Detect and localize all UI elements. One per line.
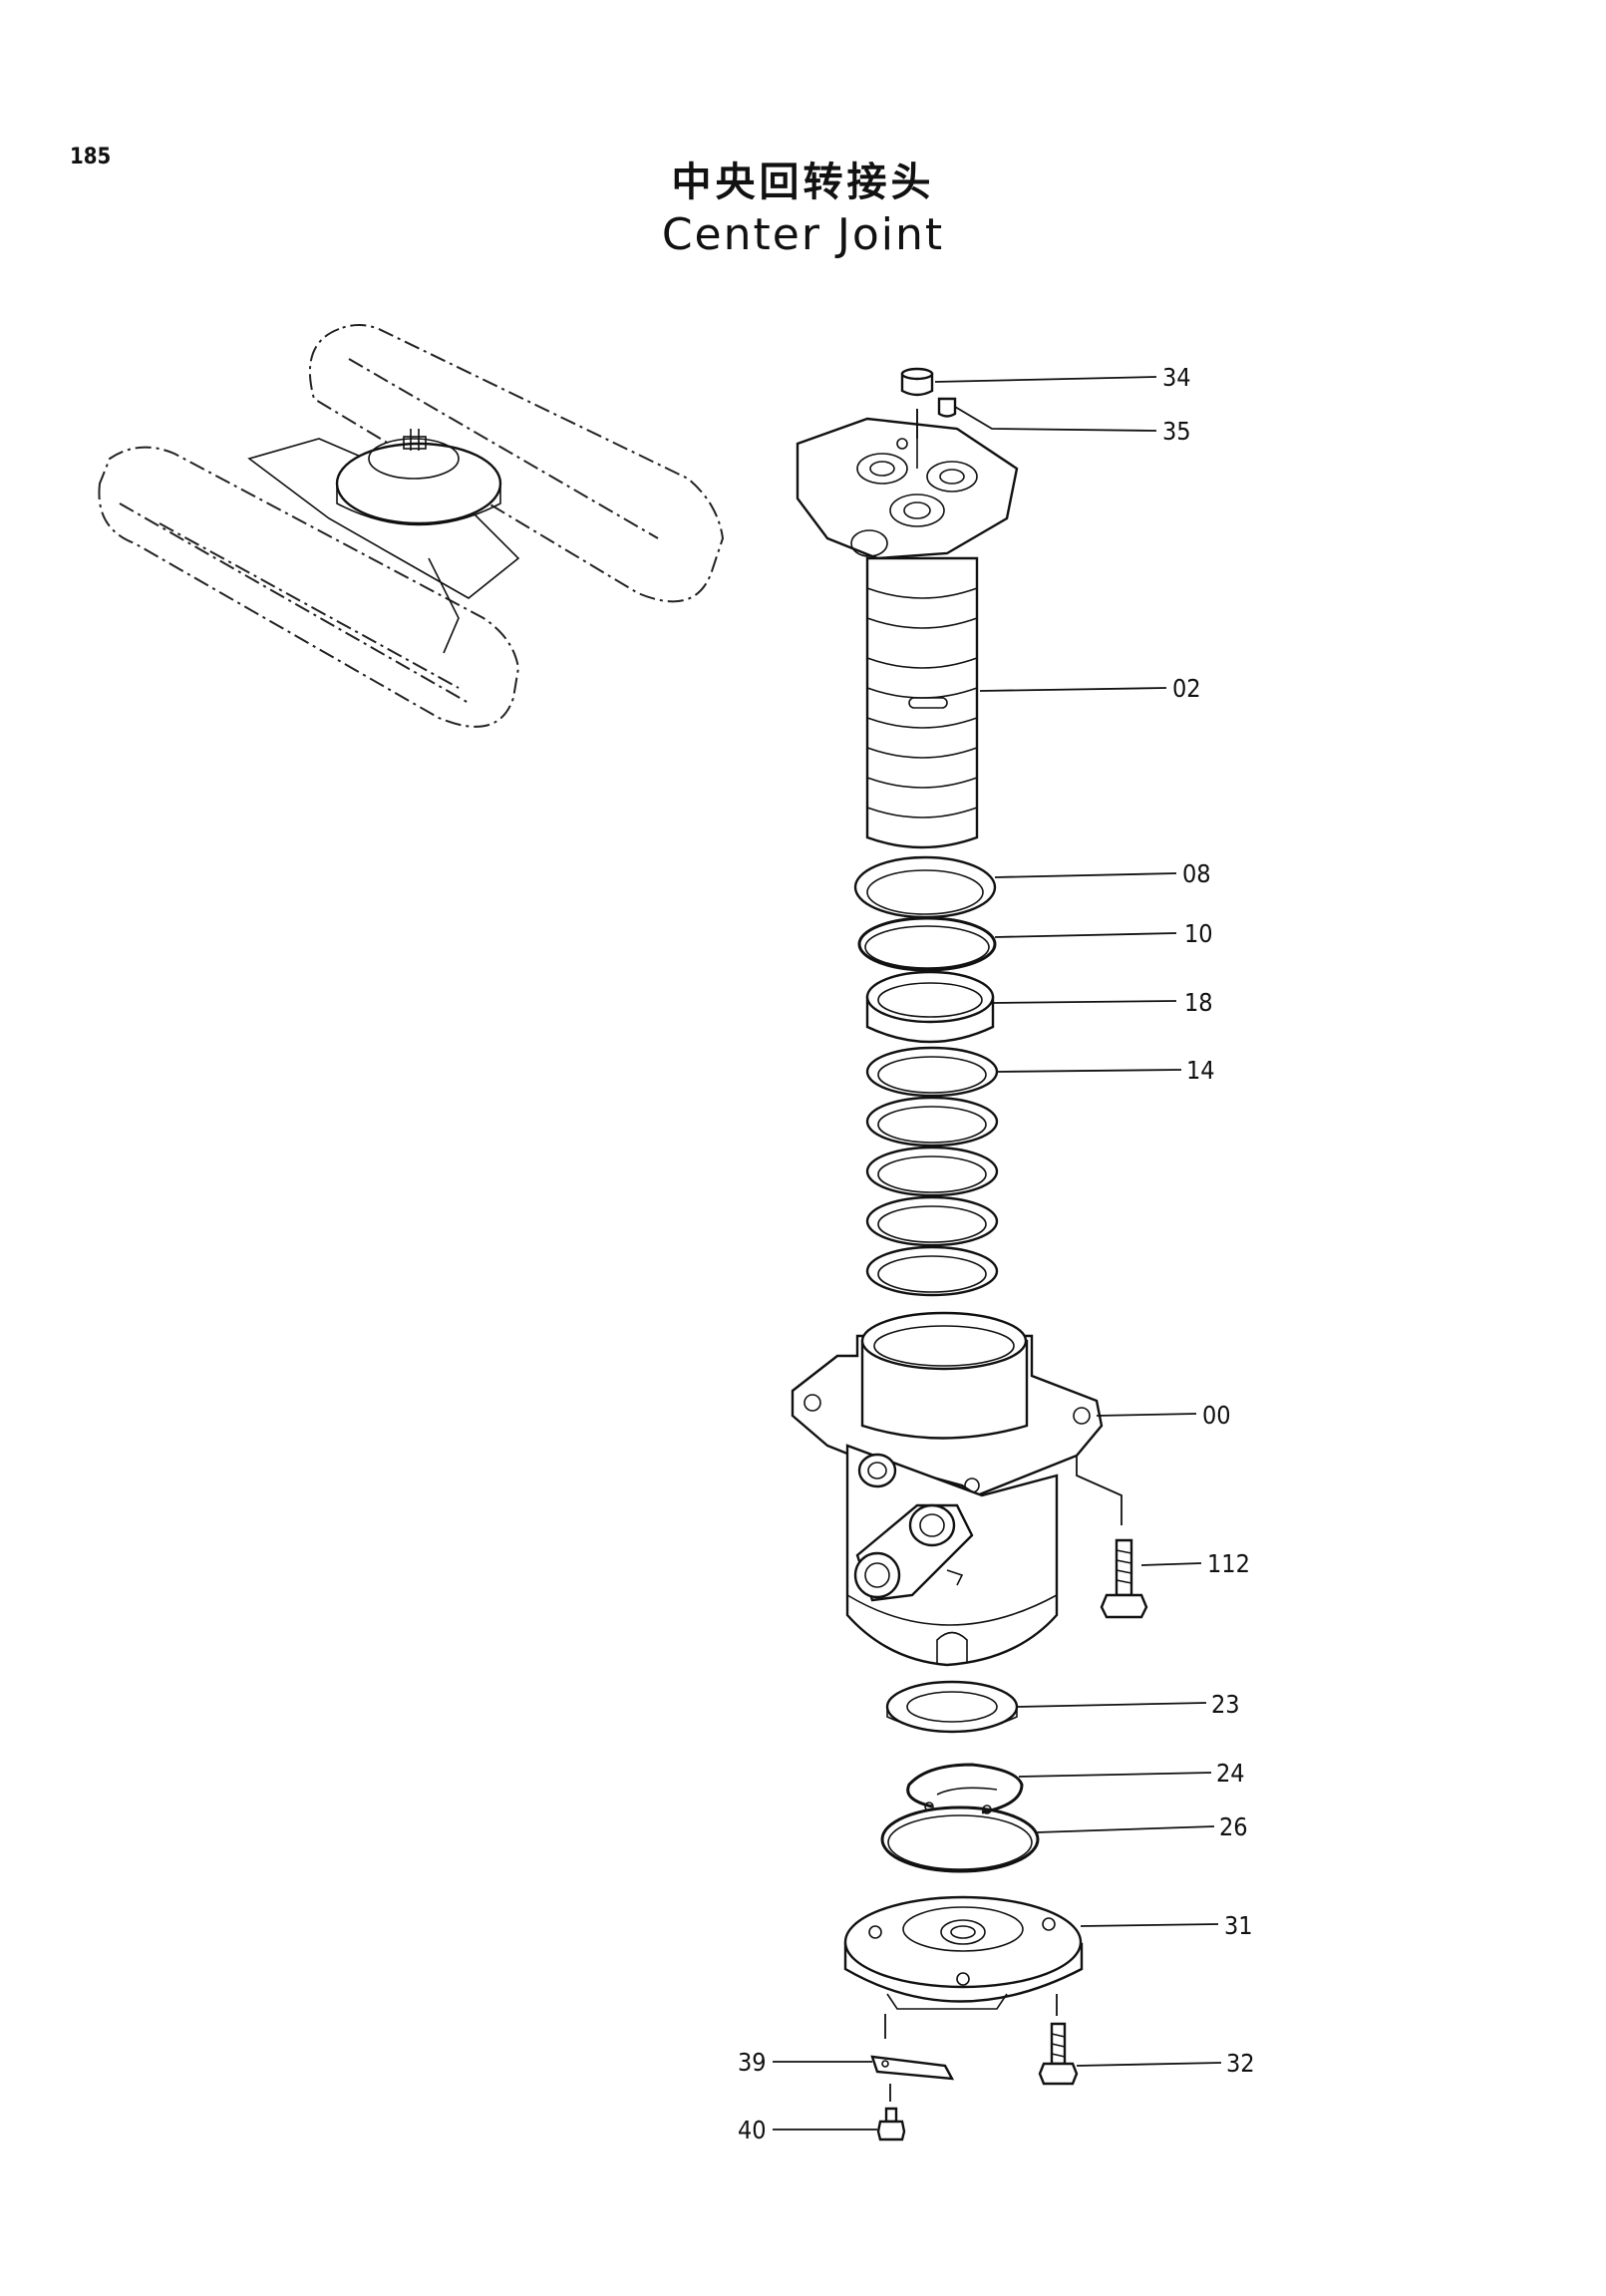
part-label-40: 40: [738, 2116, 767, 2144]
part-label-10: 10: [1184, 919, 1213, 948]
part-35-plug: [937, 397, 957, 418]
part-18-ring: [865, 970, 995, 1044]
part-34-plug: [900, 367, 934, 397]
part-40-screw: [876, 2107, 906, 2141]
part-label-26: 26: [1219, 1812, 1248, 1841]
page-number: 185: [70, 145, 112, 169]
part-02-rotor: [796, 409, 1019, 849]
title-chinese: 中央回转接头: [671, 160, 935, 205]
part-26-o-ring: [880, 1805, 1040, 1873]
part-10-o-ring: [857, 916, 997, 972]
part-31-cover: [843, 1895, 1084, 2010]
part-32-bolt: [1038, 2022, 1079, 2086]
part-label-18: 18: [1184, 988, 1213, 1017]
part-label-14: 14: [1186, 1056, 1215, 1085]
leader-lines: [773, 376, 1222, 2131]
part-label-02: 02: [1172, 674, 1201, 703]
part-label-08: 08: [1182, 859, 1211, 888]
part-label-34: 34: [1162, 363, 1191, 392]
part-label-32: 32: [1226, 2049, 1255, 2078]
part-00-body: [791, 1311, 1104, 1667]
title-english: Center Joint: [661, 209, 945, 260]
part-labels: 34 35 02 08 10 18 14 00 112 23 24 26 31 …: [738, 363, 1255, 2144]
undercarriage-illustration: [98, 324, 725, 728]
part-14-seal-stack: [865, 1046, 999, 1297]
part-08-seal: [853, 855, 997, 919]
part-label-39: 39: [738, 2048, 767, 2077]
part-112-bolt: [1100, 1538, 1148, 1619]
part-39-plate: [870, 2055, 955, 2081]
part-label-35: 35: [1162, 417, 1191, 446]
part-23-washer: [885, 1680, 1019, 1734]
part-label-00: 00: [1202, 1401, 1231, 1430]
part-label-31: 31: [1224, 1911, 1253, 1940]
center-joint-parts: [791, 367, 1148, 2141]
part-label-112: 112: [1207, 1549, 1250, 1578]
part-label-23: 23: [1211, 1690, 1240, 1719]
part-label-24: 24: [1216, 1759, 1245, 1788]
